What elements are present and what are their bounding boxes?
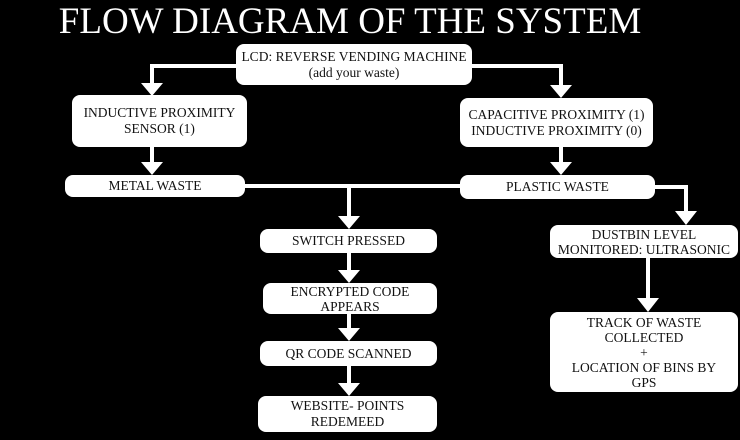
arrowhead-icon <box>637 298 659 312</box>
arrowhead-icon <box>550 85 572 98</box>
arrowhead-icon <box>338 270 360 283</box>
node-dustbin-level: DUSTBIN LEVEL MONITORED: ULTRASONIC <box>550 225 738 258</box>
arrowhead-icon <box>675 211 697 225</box>
node-track-waste: TRACK OF WASTE COLLECTED + LOCATION OF B… <box>550 312 738 392</box>
arrowhead-icon <box>141 162 163 175</box>
arrowhead-icon <box>338 383 360 396</box>
node-encrypted-code: ENCRYPTED CODE APPEARS <box>263 283 437 314</box>
node-inductive-sensor: INDUCTIVE PROXIMITY SENSOR (1) <box>72 95 247 147</box>
arrowhead-icon <box>338 216 360 229</box>
node-plastic-waste: PLASTIC WASTE <box>460 175 655 199</box>
arrowhead-icon <box>550 162 572 175</box>
edge-plastic-to-dustbin <box>655 185 688 212</box>
node-qr-scanned: QR CODE SCANNED <box>260 341 437 366</box>
node-lcd: LCD: REVERSE VENDING MACHINE (add your w… <box>236 44 472 85</box>
node-website-points: WEBSITE- POINTS REDEMEED <box>258 396 437 432</box>
edge-lcd-to-inductive <box>150 64 236 84</box>
arrowhead-icon <box>338 328 360 341</box>
diagram-title: FLOW DIAGRAM OF THE SYSTEM <box>58 1 642 42</box>
node-capacitive-sensor: CAPACITIVE PROXIMITY (1) INDUCTIVE PROXI… <box>460 98 653 147</box>
edge-lcd-to-capacitive <box>472 64 563 86</box>
arrowhead-icon <box>141 83 163 96</box>
node-metal-waste: METAL WASTE <box>65 175 245 197</box>
node-switch-pressed: SWITCH PRESSED <box>260 229 437 253</box>
